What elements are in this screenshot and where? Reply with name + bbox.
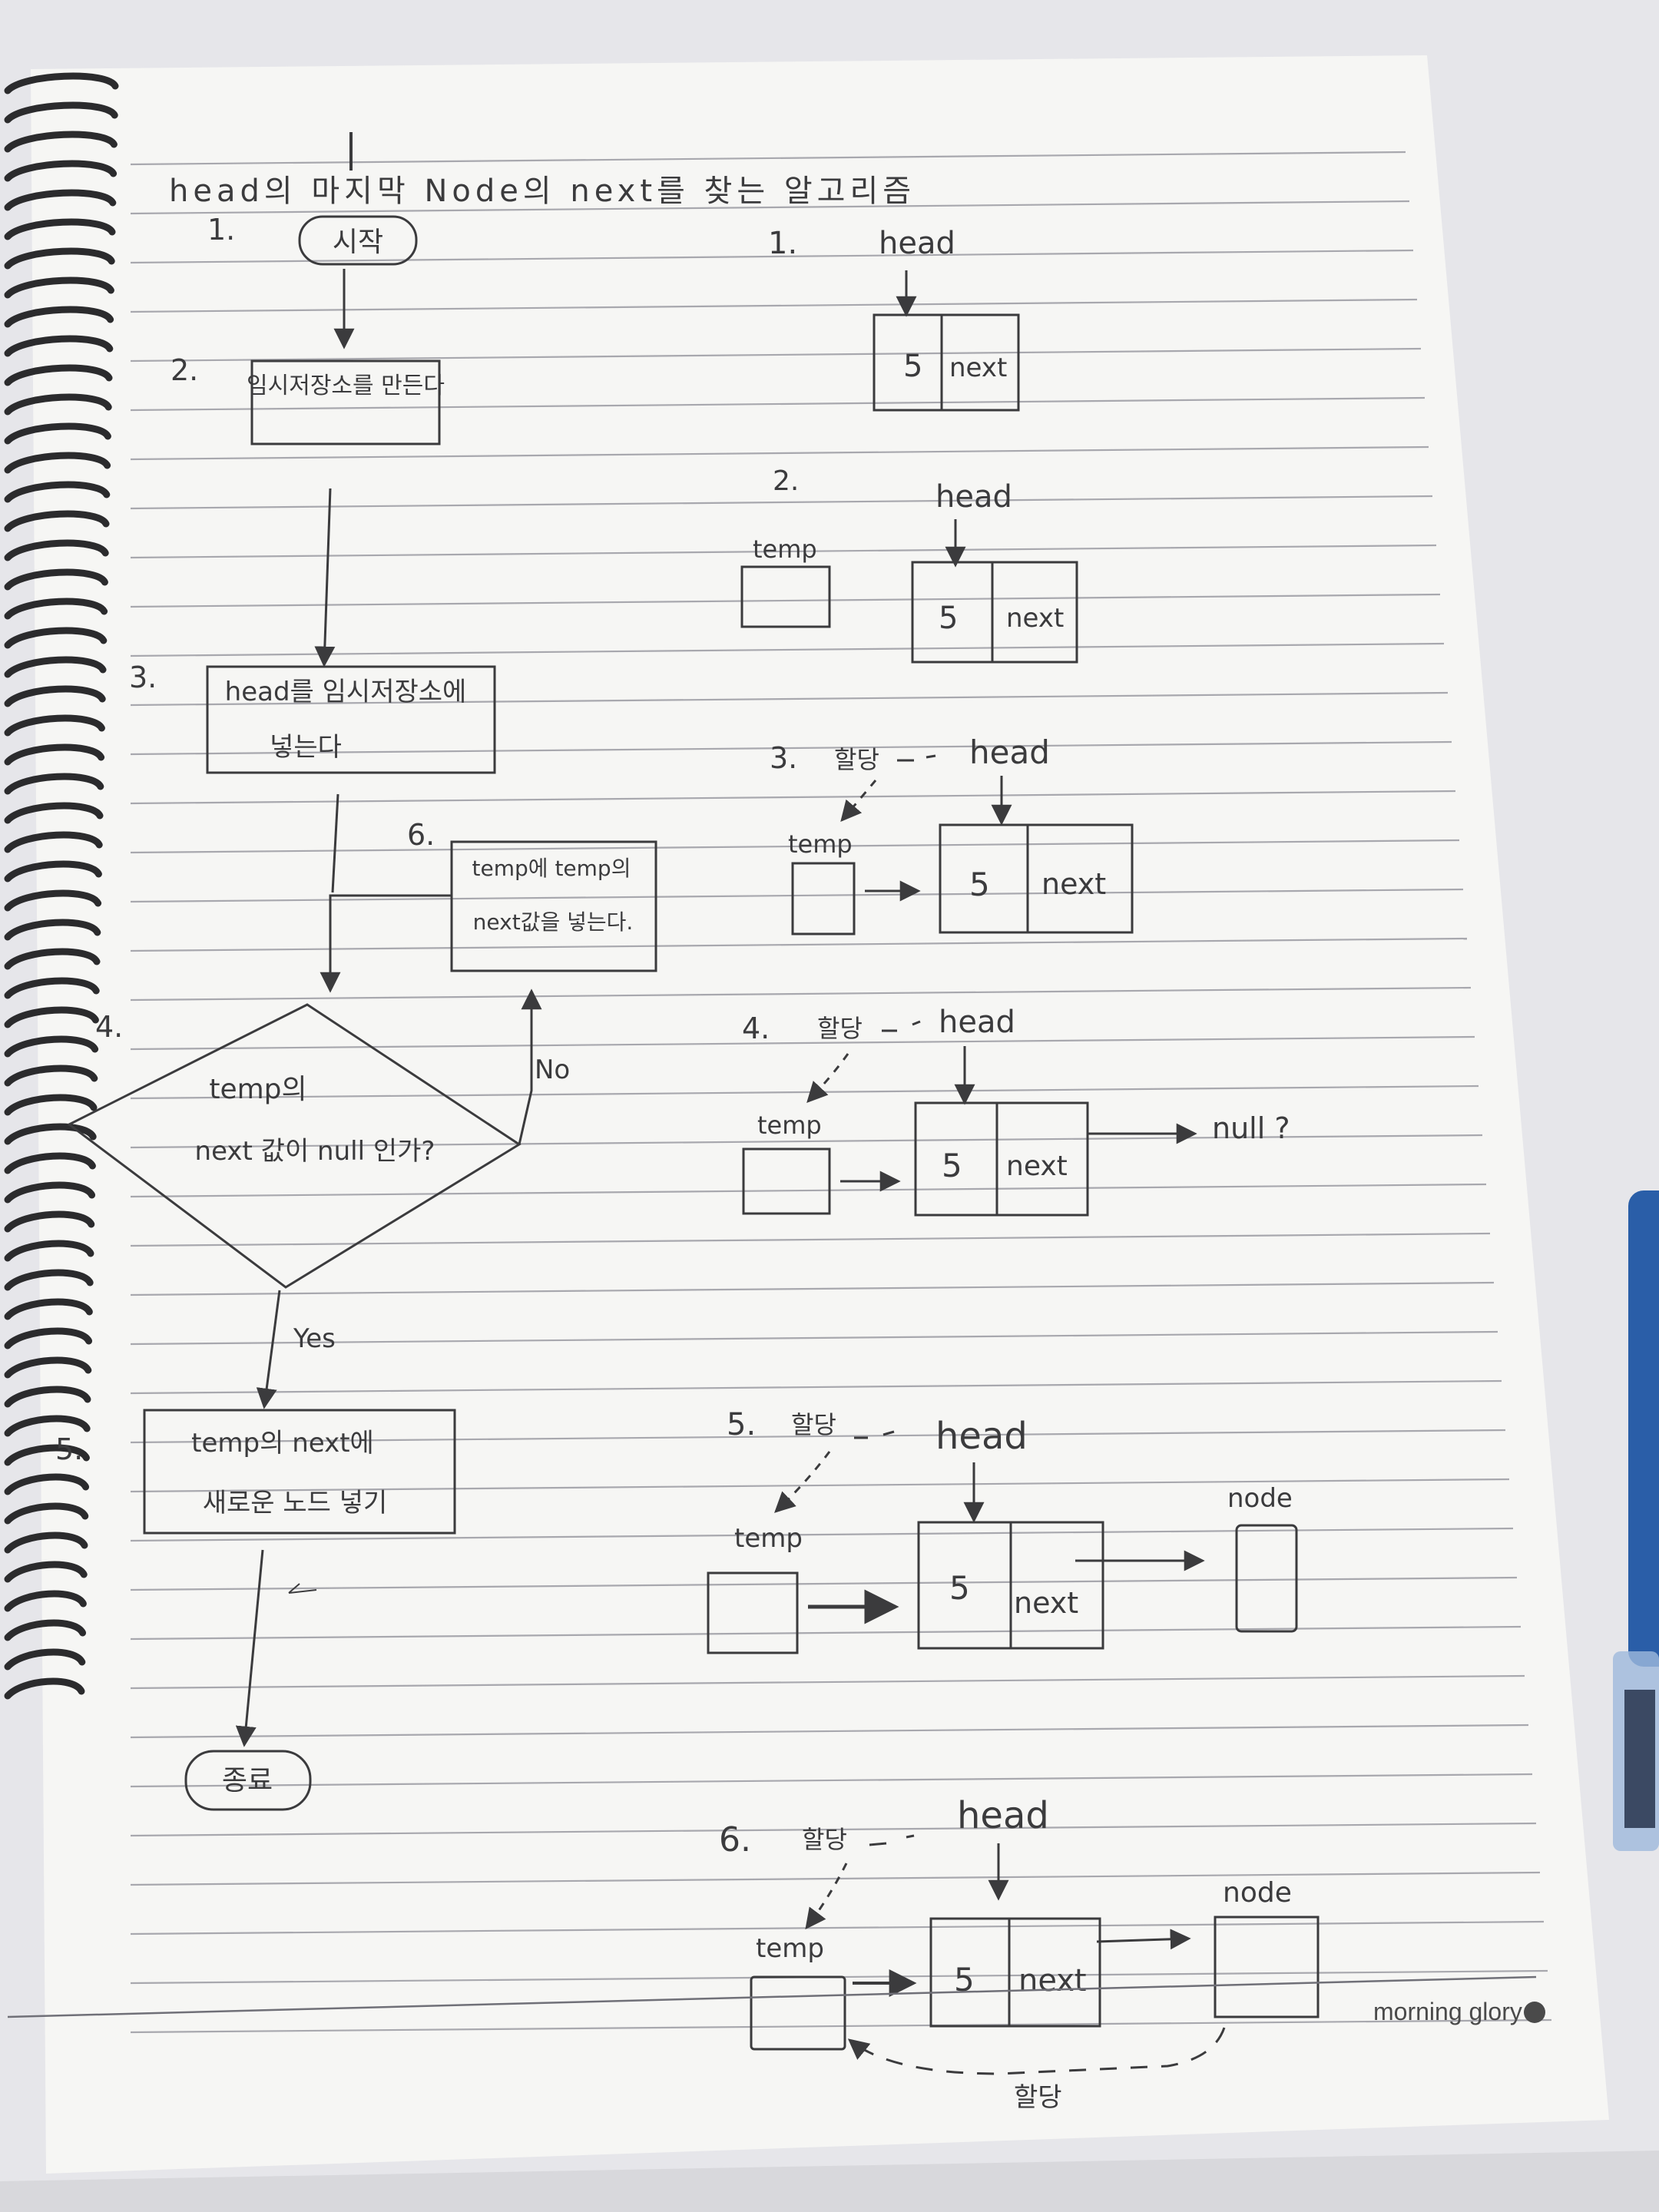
- diagram-5-value: 5: [949, 1569, 970, 1607]
- diagram-6-next: next: [1018, 1963, 1087, 1998]
- diagram-5-head: head: [935, 1415, 1028, 1458]
- assign-head-line2: 넣는다: [270, 732, 342, 763]
- diagram-2-next: next: [1006, 603, 1064, 634]
- assign-head-line1: head를 임시저장소에: [225, 677, 467, 707]
- diagram-4-number: 4.: [742, 1012, 770, 1045]
- yes-label: Yes: [293, 1323, 336, 1354]
- diagram-1-head: head: [879, 226, 955, 261]
- insert-node-line2: 새로운 노드 넣기: [203, 1488, 388, 1518]
- end-label: 종료: [222, 1765, 273, 1796]
- diagram-3-temp: temp: [788, 830, 853, 859]
- diagram-4-assign: 할당: [817, 1014, 863, 1043]
- diagram-3-number: 3.: [770, 741, 797, 775]
- diagram-6-assign-bottom: 할당: [1014, 2082, 1062, 2113]
- diagram-4-next: next: [1006, 1151, 1068, 1182]
- diagram-5-temp: temp: [734, 1523, 803, 1554]
- diagram-3-value: 5: [969, 866, 990, 903]
- step-4-number: 4.: [95, 1010, 123, 1044]
- diagram-5-next: next: [1014, 1586, 1078, 1620]
- diagram-4-value: 5: [942, 1147, 962, 1184]
- insert-node-line1: temp의 next에: [191, 1428, 374, 1459]
- diagram-1-number: 1.: [768, 226, 797, 261]
- diagram-1-next: next: [949, 353, 1007, 383]
- step-3-number: 3.: [129, 661, 157, 694]
- diagram-5-assign: 할당: [791, 1410, 836, 1439]
- diagram-6-number: 6.: [719, 1820, 751, 1859]
- diagram-2-temp: temp: [753, 535, 817, 564]
- advance-temp-line1: temp에 temp의: [472, 856, 631, 881]
- advance-temp-line2: next값을 넣는다.: [473, 909, 634, 935]
- start-label: 시작: [333, 227, 383, 258]
- diagram-2-head: head: [935, 479, 1012, 515]
- brand-logo: morning glory: [1373, 1998, 1522, 2025]
- diagram-3-head: head: [969, 733, 1050, 771]
- diagram-5-node-label: node: [1227, 1483, 1293, 1514]
- decision-line1: temp의: [209, 1074, 306, 1105]
- diagram-3-assign: 할당: [834, 745, 879, 774]
- step-1-number: 1.: [207, 213, 235, 247]
- decision-line2: next 값이 null 인가?: [195, 1136, 435, 1167]
- diagram-4-head: head: [939, 1005, 1015, 1040]
- create-temp-label: 임시저장소를 만든다: [247, 373, 445, 399]
- diagram-2-value: 5: [939, 601, 958, 636]
- diagram-2-number: 2.: [773, 465, 799, 497]
- diagram-1-value: 5: [903, 349, 922, 384]
- no-label: No: [535, 1055, 570, 1085]
- brand-icon: [1524, 2002, 1545, 2023]
- step-6-number: 6.: [407, 818, 435, 852]
- diagram-6-assign: 할당: [802, 1825, 847, 1854]
- diagram-4-temp: temp: [757, 1111, 822, 1140]
- diagram-6-temp: temp: [756, 1933, 824, 1964]
- diagram-3-next: next: [1041, 867, 1106, 901]
- diagram-4-null: null ?: [1212, 1111, 1290, 1145]
- page-title: head의 마지막 Node의 next를 찾는 알고리즘: [169, 174, 916, 209]
- step-5-number: 5.: [55, 1432, 83, 1466]
- diagram-5-number: 5.: [727, 1407, 756, 1442]
- diagram-6-node-label: node: [1223, 1877, 1292, 1909]
- step-2-number: 2.: [171, 353, 198, 387]
- diagram-6-head: head: [957, 1794, 1049, 1837]
